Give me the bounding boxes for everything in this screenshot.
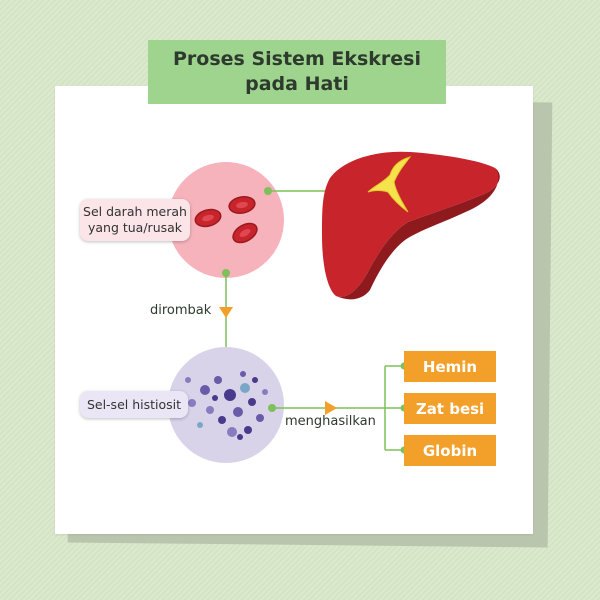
output-globin: Globin [404,435,496,466]
red-blood-cells [194,196,258,244]
arrow-down-icon [219,307,233,318]
output-zat-besi: Zat besi [404,393,496,424]
arrow-right-icon [325,401,337,415]
connector-dot [264,187,272,195]
red-blood-cell [228,196,256,214]
connector-dot [268,404,276,412]
red-blood-cell [232,222,258,244]
title-line-1: Proses Sistem Ekskresi [173,48,421,70]
dirombak-label: dirombak [150,303,212,318]
red-blood-cell [194,208,222,228]
histiocyte-circle [168,347,284,463]
connector-dot [222,269,230,277]
blood-cell-circle [168,162,284,278]
menghasilkan-label: menghasilkan [285,414,376,429]
liver-illustration [322,151,500,300]
blood-cell-label: Sel darah merah yang tua/rusak [80,199,190,241]
histiocyte-cells [185,371,268,440]
output-hemin: Hemin [404,351,496,382]
histiocyte-label: Sel-sel histiosit [80,391,188,418]
title-line-2: pada Hati [245,73,349,95]
title-banner: Proses Sistem Ekskresi pada Hati [148,40,446,104]
